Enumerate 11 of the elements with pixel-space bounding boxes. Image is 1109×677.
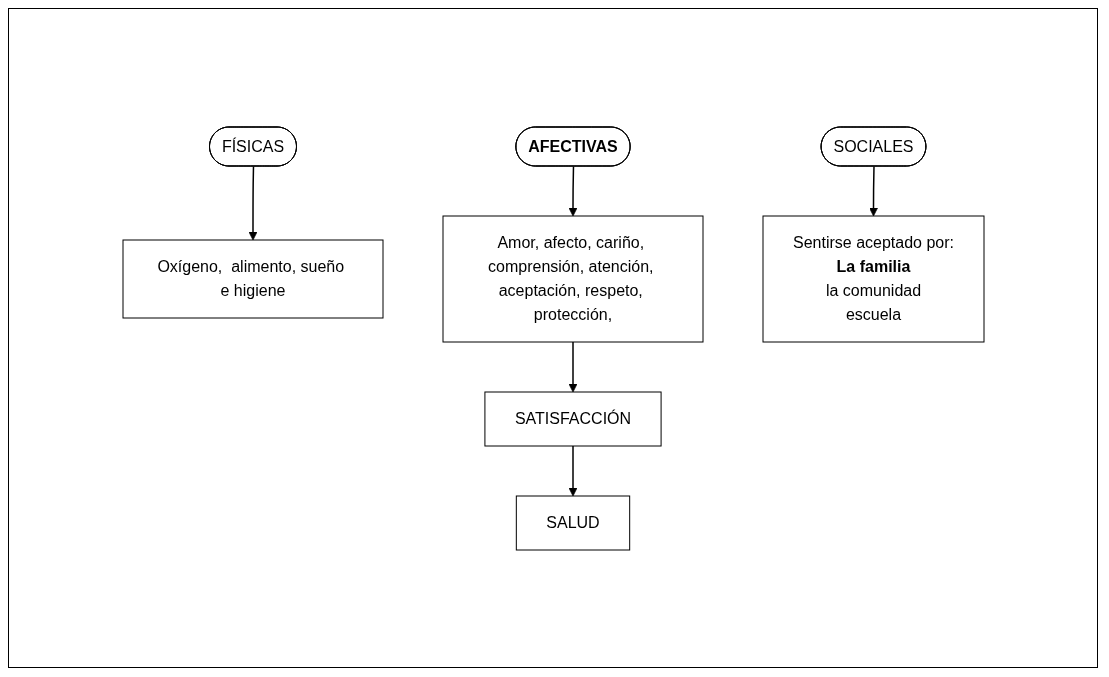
diagram-frame: FÍSICAS AFECTIVAS SOCIALES Oxígeno, alimento, sueño e higiene Amor, afecto, cariño, comprensión, atención, aceptación, respeto, protección, Sentirse aceptado por: La familia la comunidad escuela SATISFACCIÓN SALUD (8, 8, 1098, 668)
arrow (248, 165, 257, 240)
arrow (568, 444, 577, 496)
node-box (122, 239, 383, 318)
arrow (568, 165, 577, 216)
arrow (868, 165, 878, 216)
arrow (568, 340, 577, 392)
node-box (483, 391, 662, 446)
node-box (515, 495, 630, 550)
node-box (442, 215, 703, 342)
node-box (762, 215, 984, 342)
